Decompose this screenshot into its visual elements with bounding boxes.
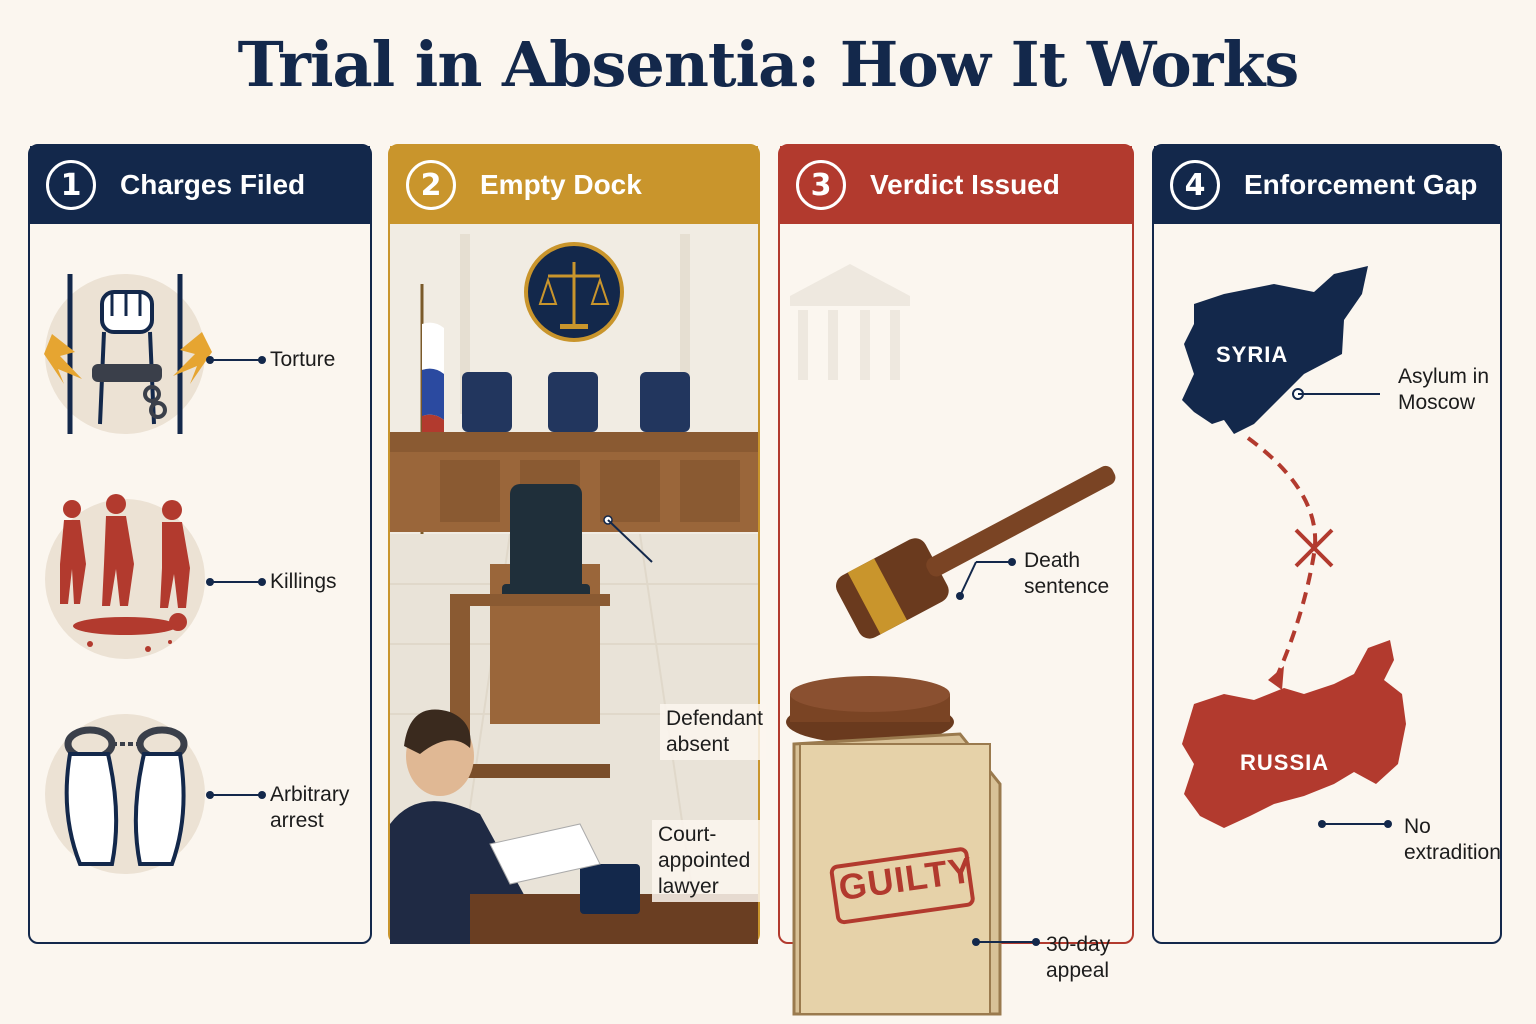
panel-header: 3 Verdict Issued [780, 146, 1132, 224]
panel-verdict-issued: 3 Verdict Issued [778, 144, 1134, 1016]
russia-map-shape [1182, 640, 1406, 828]
lawyer-figure [390, 709, 758, 944]
page-title: Trial in Absentia: How It Works [237, 28, 1300, 101]
step-number: 2 [406, 160, 456, 210]
charge-label-torture: Torture [270, 348, 336, 371]
callout-30-day-appeal: 30-day appeal [1046, 933, 1111, 982]
violence-figures-icon [45, 494, 205, 659]
fist-chains-icon [44, 274, 212, 434]
panel-header: 2 Empty Dock [390, 146, 758, 224]
panel-heading: Empty Dock [480, 169, 642, 200]
panel-heading: Charges Filed [120, 169, 306, 200]
connector-line [206, 791, 266, 799]
case-file-folder-icon [792, 732, 1002, 1016]
empty-dock [450, 484, 610, 778]
callout-death-sentence: Death sentence [1024, 549, 1110, 598]
callout-no-extradition: No extradition [1404, 815, 1501, 864]
syria-map-shape [1182, 266, 1368, 434]
panel-empty-dock: 2 Empty Dock [388, 144, 766, 945]
courtroom-scene: Defendant absent Court-appointed lawyer [390, 224, 766, 945]
connector-line [206, 578, 266, 586]
panel-charges-filed: 1 Charges Filed [28, 144, 372, 944]
transfer-path-arrow [1246, 436, 1318, 675]
step-number: 1 [46, 160, 96, 210]
handcuffs-icon [45, 714, 205, 874]
country-label-syria: SYRIA [1216, 342, 1289, 367]
charge-label-killings: Killings [270, 570, 337, 593]
callout-court-appointed-lawyer: Court-appointed lawyer [652, 820, 760, 902]
panel-body: GUILTY Death sentence 30-day appeal [780, 224, 1132, 1016]
callout-defendant-absent: Defendant absent [660, 704, 766, 760]
panel-body: Torture Killings Arbitrary arrest [30, 224, 370, 942]
blocked-x-icon [1294, 528, 1334, 568]
scales-of-justice-icon [524, 242, 624, 342]
panel-header: 1 Charges Filed [30, 146, 370, 224]
panel-header: 4 Enforcement Gap [1154, 146, 1500, 224]
charge-label-arbitrary-arrest: Arbitrary arrest [270, 783, 350, 832]
panel-heading: Enforcement Gap [1244, 169, 1478, 200]
callout-asylum-in-moscow: Asylum in Moscow [1398, 365, 1490, 414]
step-number: 4 [1170, 160, 1220, 210]
country-label-russia: RUSSIA [1240, 750, 1330, 775]
panel-body: SYRIA RUSSIA Asylum in Moscow No extradi… [1154, 224, 1501, 942]
gavel-icon [786, 465, 1116, 744]
panel-heading: Verdict Issued [870, 169, 1060, 200]
courthouse-icon [790, 264, 910, 380]
panel-enforcement-gap: 4 Enforcement Gap SYRIA RUSSIA Asylum in… [1152, 144, 1502, 944]
connector-line [206, 356, 266, 364]
step-number: 3 [796, 160, 846, 210]
